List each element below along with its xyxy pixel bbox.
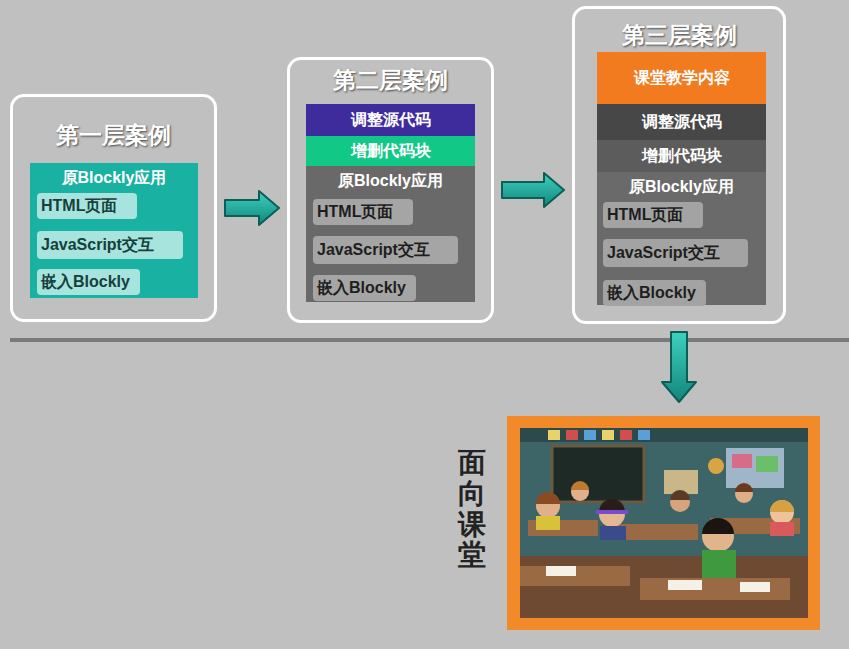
classroom-illustration xyxy=(507,416,820,630)
component-pill: JavaScript交互 xyxy=(37,231,183,259)
app-panel: 原Blockly应用HTML页面 JavaScript交互嵌入Blockly xyxy=(597,172,766,305)
component-pill: 嵌入Blockly xyxy=(37,269,140,295)
component-pill: 嵌入Blockly xyxy=(313,275,416,301)
box-label: 增删代码块 xyxy=(597,140,766,172)
box-label: HTML页面 xyxy=(313,199,393,225)
component-pill: HTML页面 xyxy=(603,202,703,228)
case-group-box: 第二层案例调整源代码增删代码块原Blockly应用 HTML页面 JavaScrip… xyxy=(287,57,494,323)
vertical-label: 面向课堂 xyxy=(458,448,486,571)
component-pill: JavaScript交互 xyxy=(313,236,458,264)
box-label: JavaScript交互 xyxy=(603,239,720,267)
flow-arrow xyxy=(502,173,564,207)
layer-band: 调整源代码 xyxy=(306,104,475,136)
box-label: 课堂教学内容 xyxy=(597,52,766,104)
classroom-box: 面向课堂 xyxy=(430,410,835,635)
flow-arrow xyxy=(225,191,279,225)
layer-band: 增删代码块 xyxy=(597,140,766,172)
box-label: 原Blockly应用 xyxy=(597,173,766,201)
box-label: 嵌入Blockly xyxy=(603,280,696,306)
component-pill: 嵌入Blockly xyxy=(603,280,706,306)
box-label: 嵌入Blockly xyxy=(37,269,130,295)
app-panel: 原Blockly应用 HTML页面 JavaScript交互嵌入Blockly xyxy=(306,166,475,302)
component-pill: JavaScript交互 xyxy=(603,239,748,267)
box-label: 调整源代码 xyxy=(306,104,475,136)
layer-band: 课堂教学内容 xyxy=(597,52,766,104)
box-label: 原Blockly应用 xyxy=(30,164,198,192)
app-panel: 原Blockly应用HTML页面 JavaScript交互嵌入Blockly xyxy=(30,163,198,298)
component-pill: HTML页面 xyxy=(313,199,413,225)
box-label: HTML页面 xyxy=(603,202,683,228)
box-label: 调整源代码 xyxy=(597,104,766,140)
box-label: HTML页面 xyxy=(37,193,117,219)
box-label: 增删代码块 xyxy=(306,136,475,166)
box-label: JavaScript交互 xyxy=(313,236,430,264)
box-label: 嵌入Blockly xyxy=(313,275,406,301)
case-group-box: 第三层案例课堂教学内容调整源代码增删代码块原Blockly应用HTML页面 Jav… xyxy=(572,6,786,324)
flow-arrow xyxy=(662,332,696,402)
layer-band: 调整源代码 xyxy=(597,104,766,140)
divider-line xyxy=(10,338,849,342)
group-title: 第三层案例 xyxy=(575,21,783,49)
layer-band: 增删代码块 xyxy=(306,136,475,166)
group-title: 第一层案例 xyxy=(13,121,214,149)
component-pill: HTML页面 xyxy=(37,193,137,219)
case-group-box: 第一层案例原Blockly应用HTML页面 JavaScript交互嵌入Block… xyxy=(10,94,217,322)
box-label: JavaScript交互 xyxy=(37,231,154,259)
box-label: 原Blockly应用 xyxy=(306,167,475,195)
group-title: 第二层案例 xyxy=(290,66,491,94)
